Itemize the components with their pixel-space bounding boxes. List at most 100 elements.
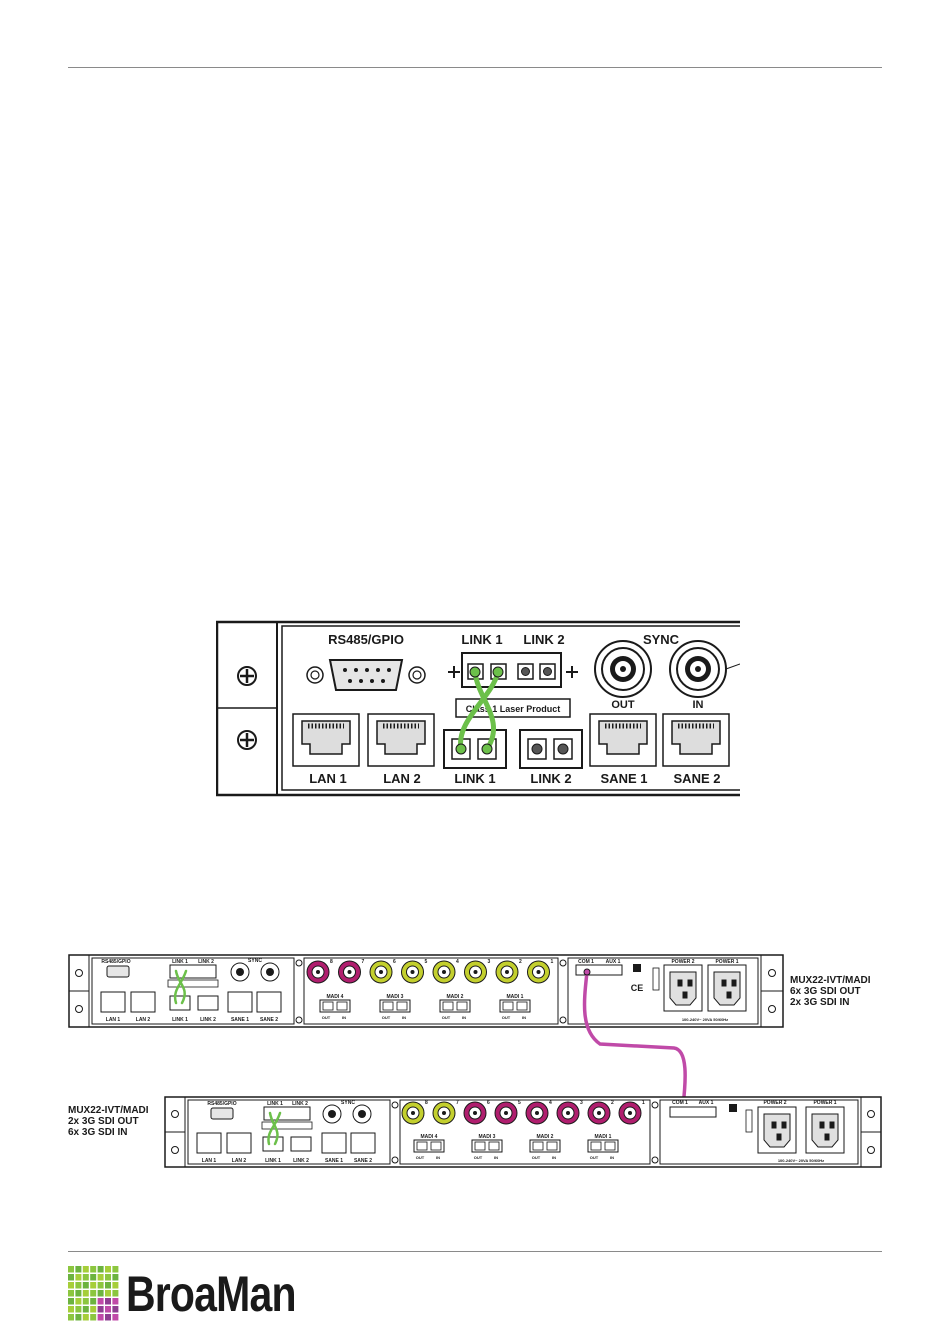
sane1-label: SANE 1 bbox=[601, 771, 648, 786]
unit-a-power1: POWER 1 bbox=[715, 959, 738, 965]
svg-text:MADI 2: MADI 2 bbox=[447, 994, 464, 1000]
sync-out-label: OUT bbox=[611, 699, 635, 711]
unit-a-sdi-number: 1 bbox=[551, 959, 554, 965]
brand-grid-cell bbox=[75, 1298, 82, 1305]
unit-a-sdi-1: 1 bbox=[527, 959, 554, 984]
unit-b-rating: 100-240V~ 20VA 50/60Hz bbox=[778, 1158, 824, 1163]
unit-a-sane1: SANE 1 bbox=[231, 1017, 249, 1023]
screw-icon bbox=[237, 730, 257, 750]
svg-text:MADI 1: MADI 1 bbox=[595, 1134, 612, 1140]
unit-b-model: MUX22-IVT/MADI bbox=[68, 1105, 149, 1116]
lan1-label: LAN 1 bbox=[309, 771, 347, 786]
unit-b-link2-label: LINK 2 bbox=[292, 1101, 308, 1107]
brand-grid-cell bbox=[105, 1290, 111, 1297]
svg-text:IN: IN bbox=[436, 1155, 440, 1160]
sync-label: SYNC bbox=[643, 632, 680, 647]
unit-b-line2: 6x 3G SDI IN bbox=[68, 1127, 128, 1138]
unit-b-com1: COM 1 bbox=[672, 1100, 688, 1106]
brand-grid-cell bbox=[97, 1298, 104, 1305]
unit-a-sdi-number: 6 bbox=[393, 959, 396, 965]
link1-top-label: LINK 1 bbox=[461, 632, 502, 647]
sync-in-label: IN bbox=[693, 699, 704, 711]
brand-grid-cell bbox=[68, 1306, 74, 1313]
brand-grid-cell bbox=[90, 1306, 97, 1313]
unit-b-fiber-loop bbox=[267, 1111, 282, 1146]
brand-grid-cell bbox=[112, 1282, 119, 1289]
brand-grid-cell bbox=[75, 1274, 82, 1281]
unit-a-sdi-number: 3 bbox=[488, 959, 491, 965]
svg-text:MADI 1: MADI 1 bbox=[507, 994, 524, 1000]
brand-grid-cell bbox=[105, 1306, 111, 1313]
unit-a-sync-label: SYNC bbox=[248, 958, 262, 964]
unit-a-rear-panel: RS485/GPIO LINK 1 LINK 2 SYNC LAN 1 LAN … bbox=[68, 954, 784, 1028]
brand-grid-cell bbox=[90, 1274, 97, 1281]
svg-text:IN: IN bbox=[494, 1155, 498, 1160]
brand-grid-cell bbox=[82, 1282, 89, 1289]
brand-grid-cell bbox=[90, 1282, 97, 1289]
unit-a-line1: 6x 3G SDI OUT bbox=[790, 986, 861, 997]
unit-a-sane2: SANE 2 bbox=[260, 1017, 278, 1023]
brand-grid-cell bbox=[75, 1290, 82, 1297]
brand-grid-cell bbox=[112, 1314, 119, 1321]
brand-grid-cell bbox=[82, 1306, 89, 1313]
svg-text:OUT: OUT bbox=[502, 1015, 511, 1020]
unit-a-sdi-4: 4 bbox=[432, 959, 459, 984]
svg-text:IN: IN bbox=[342, 1015, 346, 1020]
brand-grid-cell bbox=[82, 1298, 89, 1305]
unit-b-iec-inlets bbox=[757, 1106, 845, 1154]
unit-b-sdi-3: 3 bbox=[556, 1100, 583, 1125]
unit-b-sdi-2: 2 bbox=[587, 1100, 614, 1125]
unit-b-aux1: AUX 1 bbox=[699, 1100, 714, 1106]
rear-panel-detail: RS485/GPIO LINK 1 LINK 2 Class 1 Laser P… bbox=[216, 620, 740, 797]
svg-text:MADI 3: MADI 3 bbox=[479, 1134, 496, 1140]
unit-b-sdi-4: 4 bbox=[525, 1100, 552, 1125]
unit-b-sdi-number: 8 bbox=[425, 1100, 428, 1106]
brand-grid-cell bbox=[112, 1266, 119, 1273]
sfp-link2-bottom bbox=[519, 729, 583, 769]
brand-grid-cell bbox=[97, 1266, 104, 1273]
unit-a-link1-bottom: LINK 1 bbox=[172, 1017, 188, 1023]
unit-a-sdi-8: 8 bbox=[306, 959, 333, 984]
link2-top-label: LINK 2 bbox=[523, 632, 564, 647]
unit-b-sdi-8: 8 bbox=[401, 1100, 428, 1125]
brand-grid-cell bbox=[82, 1266, 89, 1273]
unit-b-sdi-number: 6 bbox=[487, 1100, 490, 1106]
sfp-link1-bottom bbox=[443, 729, 507, 769]
svg-text:OUT: OUT bbox=[416, 1155, 425, 1160]
unit-a-sdi-number: 4 bbox=[456, 959, 459, 965]
brand-grid-cell bbox=[68, 1282, 74, 1289]
unit-a-sdi-number: 5 bbox=[425, 959, 428, 965]
unit-a-com1: COM 1 bbox=[578, 959, 594, 965]
unit-a-link1-label: LINK 1 bbox=[172, 959, 188, 965]
brand-grid-cell bbox=[90, 1314, 97, 1321]
unit-b-description: MUX22-IVT/MADI 2x 3G SDI OUT 6x 3G SDI I… bbox=[68, 1105, 149, 1138]
brand-grid-cell bbox=[75, 1266, 82, 1273]
rj45-sane2 bbox=[662, 713, 730, 767]
unit-a-rating: 100-240V~ 20VA 50/60Hz bbox=[682, 1017, 728, 1022]
svg-text:OUT: OUT bbox=[382, 1015, 391, 1020]
svg-text:IN: IN bbox=[402, 1015, 406, 1020]
brand-grid-cell bbox=[82, 1290, 89, 1297]
unit-a-sdi-6: 6 bbox=[369, 959, 396, 984]
unit-b-link2-bottom: LINK 2 bbox=[293, 1158, 309, 1164]
sane2-label: SANE 2 bbox=[674, 771, 721, 786]
brand-grid-cell bbox=[97, 1290, 104, 1297]
svg-text:IN: IN bbox=[462, 1015, 466, 1020]
fiber-loopback bbox=[458, 669, 501, 752]
brand-grid-cell bbox=[105, 1314, 111, 1321]
link2-bottom-label: LINK 2 bbox=[530, 771, 571, 786]
svg-text:IN: IN bbox=[522, 1015, 526, 1020]
svg-text:OUT: OUT bbox=[322, 1015, 331, 1020]
laser-warning: Class 1 Laser Product bbox=[466, 704, 561, 714]
unit-b-power1: POWER 1 bbox=[813, 1100, 836, 1106]
brand-grid-cell bbox=[90, 1290, 97, 1297]
unit-b-sdi-number: 2 bbox=[611, 1100, 614, 1106]
brand-grid-cell bbox=[105, 1274, 111, 1281]
unit-b-rs485-label: RS485/GPIO bbox=[207, 1101, 236, 1107]
brand-grid-cell bbox=[68, 1266, 74, 1273]
